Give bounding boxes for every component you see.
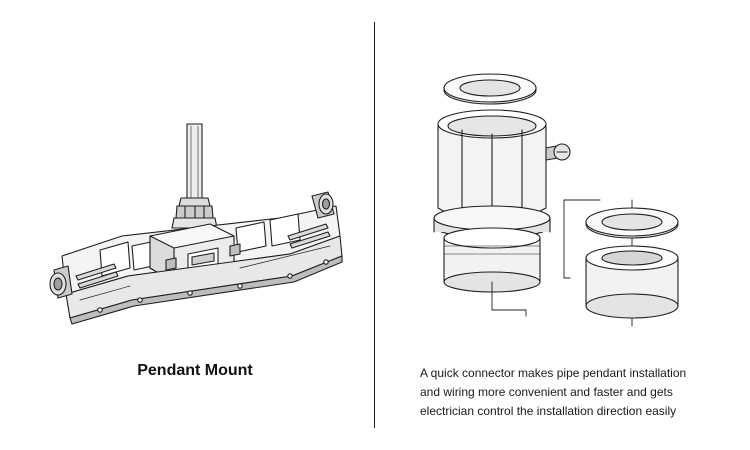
quick-connector-icon [433, 73, 679, 327]
pendant-mount-panel: Pendant Mount [0, 0, 374, 450]
description-line: electrician control the installation dir… [420, 404, 677, 418]
description-line: A quick connector makes pipe pendant ins… [420, 366, 687, 380]
connector-description: A quick connector makes pipe pendant ins… [420, 364, 720, 421]
description-line: and wiring more convenient and faster an… [420, 385, 673, 399]
quick-connector-panel: A quick connector makes pipe pendant ins… [376, 0, 750, 450]
panel-divider [374, 22, 375, 428]
pendant-mount-title: Pendant Mount [137, 362, 253, 379]
pendant-fixture-icon [49, 123, 343, 325]
